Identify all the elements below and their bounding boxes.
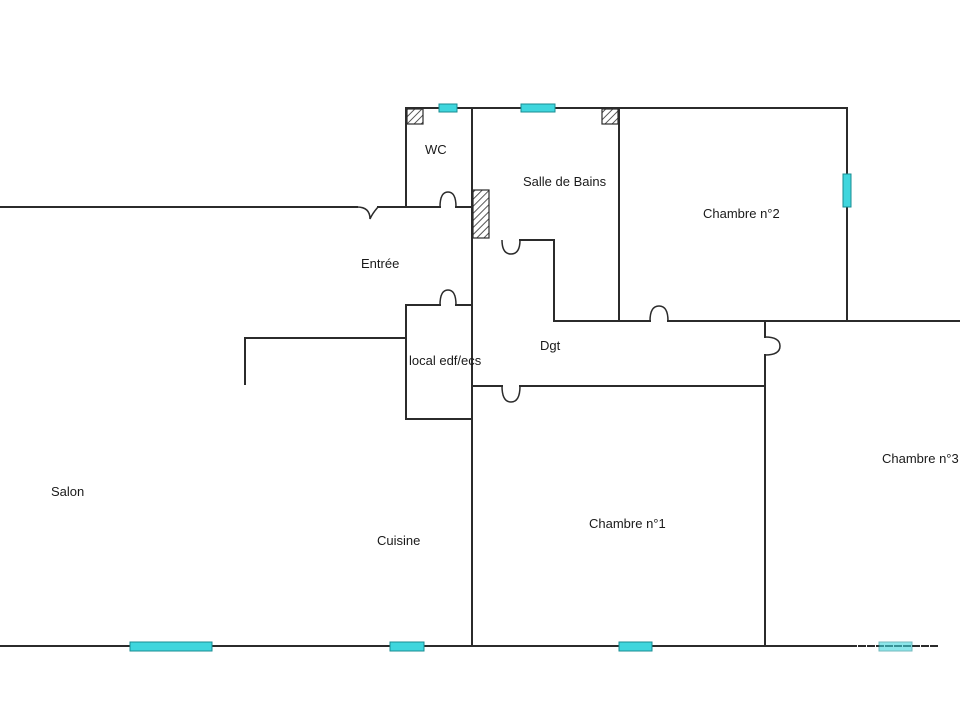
duct-wc xyxy=(406,108,424,125)
walls xyxy=(0,107,960,647)
door-entree xyxy=(356,206,379,220)
window-chambre3 xyxy=(878,641,913,652)
room-label-chambre3: Chambre n°3 xyxy=(882,451,959,466)
door-chambre3 xyxy=(764,336,781,356)
room-label-chambre1: Chambre n°1 xyxy=(589,516,666,531)
door-salle-de-bains xyxy=(501,239,521,255)
door-wc xyxy=(439,191,457,208)
window-wc xyxy=(438,103,458,113)
room-label-salle-de-bains: Salle de Bains xyxy=(523,174,607,189)
windows xyxy=(129,103,913,652)
door-local xyxy=(439,289,457,306)
window-salon xyxy=(129,641,213,652)
room-label-salon: Salon xyxy=(51,484,84,499)
doors xyxy=(356,191,781,403)
window-bathroom xyxy=(520,103,556,113)
door-chambre2 xyxy=(649,305,669,322)
duct-bathroom-wall xyxy=(472,189,490,239)
window-chambre2 xyxy=(842,173,852,208)
duct-bathroom xyxy=(601,108,619,125)
room-label-cuisine: Cuisine xyxy=(377,533,420,548)
window-chambre1 xyxy=(618,641,653,652)
room-label-chambre2: Chambre n°2 xyxy=(703,206,780,221)
window-cuisine xyxy=(389,641,425,652)
room-label-local: local edf/ecs xyxy=(409,353,482,368)
room-label-wc: WC xyxy=(425,142,447,157)
room-label-dgt: Dgt xyxy=(540,338,561,353)
room-labels: WC Salle de Bains Chambre n°2 Entrée loc… xyxy=(51,142,959,548)
door-chambre1 xyxy=(501,385,521,403)
room-label-entree: Entrée xyxy=(361,256,399,271)
ducts xyxy=(406,108,619,239)
